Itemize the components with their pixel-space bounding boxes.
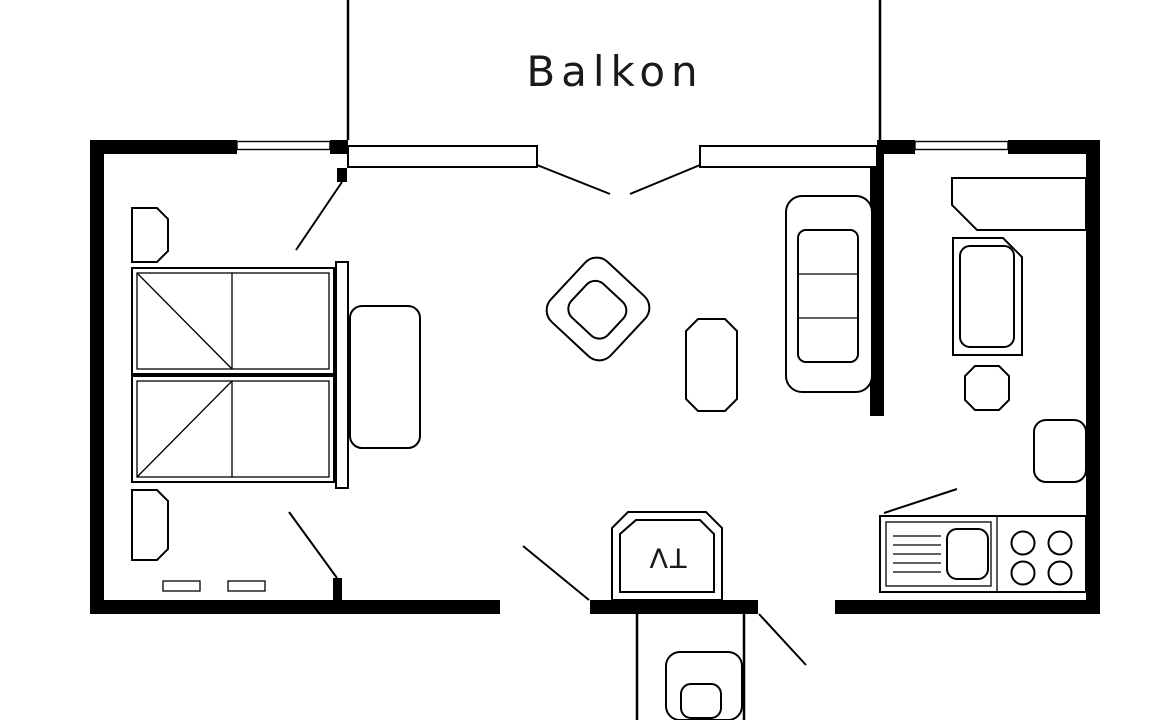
hall-door-leaf-left: [522, 545, 590, 601]
stove-burners: [1010, 530, 1073, 586]
door-frame-tick-top: [337, 168, 347, 182]
tv-label: TV: [648, 542, 688, 573]
wall-left: [90, 140, 104, 614]
toilet-bowl: [680, 683, 722, 719]
radiator-left: [162, 580, 201, 592]
balcony-door-leaf-right: [629, 164, 701, 195]
wall-top-2: [330, 140, 348, 154]
kitchen-bench-outer: [952, 237, 1023, 356]
kitchen-door-leaf: [883, 488, 958, 514]
balcony-doors: [347, 145, 878, 195]
wall-top-1: [90, 140, 237, 154]
kitchen-bench-cushion: [959, 245, 1015, 348]
door-frame-tick-bottom: [333, 578, 342, 600]
outer-walls: [90, 140, 1100, 614]
radiator-right: [227, 580, 266, 592]
wall-right: [1086, 140, 1100, 614]
sink-unit: [885, 521, 992, 587]
nightstand-bottom: [131, 489, 169, 561]
bed-bottom-mattress: [136, 380, 330, 478]
tv-cabinet-outer: [611, 511, 723, 601]
kitchen: [879, 177, 1087, 593]
burner-4: [1047, 560, 1073, 586]
kitchen-chair: [1033, 419, 1087, 483]
balcony-label: Balkon: [526, 47, 703, 96]
sofa-outer: [785, 195, 873, 393]
kitchen-stool: [964, 365, 1010, 411]
wall-divider-kitchen: [870, 154, 884, 416]
window-kitchen: [914, 140, 1009, 151]
kitchen-counter-top: [951, 177, 1087, 231]
wall-bottom-2: [590, 600, 758, 614]
armchair-seat: [567, 279, 628, 340]
wall-bottom-1: [90, 600, 500, 614]
side-table: [685, 318, 738, 412]
nightstand-top: [131, 207, 169, 263]
bedroom: [131, 168, 421, 600]
burner-3: [1010, 560, 1036, 586]
living-room: TV: [545, 195, 873, 601]
tv-cabinet-inner: [619, 519, 715, 593]
burner-1: [1010, 530, 1036, 556]
wall-top-3: [877, 140, 915, 154]
hall-door-leaf-right: [758, 613, 807, 666]
balcony-door-panel-right: [699, 145, 878, 168]
bedroom-door-leaf-top: [295, 181, 343, 251]
sink-drainer-lines: [893, 535, 941, 573]
bed-top-blanket-fold: [136, 272, 233, 370]
bed-headboard: [335, 261, 349, 489]
balcony-door-panel-left: [347, 145, 538, 168]
bed-bottom-blanket-fold: [136, 380, 233, 478]
window-bedroom: [236, 140, 331, 151]
balcony-door-leaf-left: [536, 164, 611, 195]
dresser: [349, 305, 421, 449]
toilet-outer: [665, 651, 743, 720]
sofa-cushions: [797, 229, 859, 363]
bed-top-frame: [131, 267, 335, 375]
bedroom-door-leaf-bottom: [288, 511, 338, 579]
bed-bottom-frame: [131, 375, 335, 483]
burner-2: [1047, 530, 1073, 556]
wall-top-4: [1008, 140, 1100, 154]
armchair-outer: [545, 256, 651, 362]
wall-bottom-3: [835, 600, 1100, 614]
bed-top-mattress: [136, 272, 330, 370]
hallway: [522, 545, 807, 720]
armchair-rotated: [545, 256, 651, 362]
sink-bowl: [946, 528, 989, 580]
